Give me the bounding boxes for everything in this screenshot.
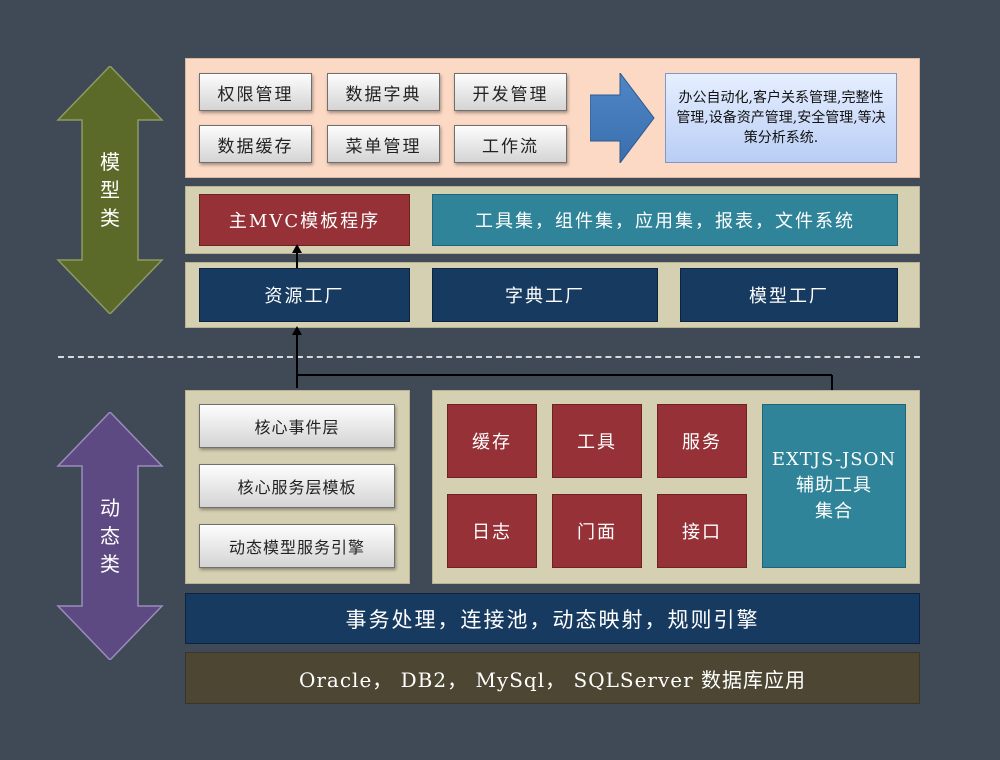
tools-box: 工具 <box>552 404 642 478</box>
model-category-label: 模 型 类 <box>100 150 120 230</box>
interface-box: 接口 <box>657 494 747 568</box>
model-double-arrow <box>56 66 164 314</box>
resource-factory: 资源工厂 <box>199 268 410 322</box>
layer-separator <box>58 356 920 358</box>
database-bar: Oracle， DB2， MySql， SQLServer 数据库应用 <box>185 652 920 704</box>
application-description: 办公自动化,客户关系管理,完整性管理,设备资产管理,安全管理,等决策分析系统. <box>665 73 897 163</box>
transaction-bar: 事务处理，连接池，动态映射，规则引擎 <box>185 593 920 644</box>
extjs-json-tools-box: EXTJS-JSON 辅助工具 集合 <box>762 404 906 568</box>
main-mvc-template: 主MVC模板程序 <box>199 194 410 246</box>
connector-arrows <box>292 244 837 405</box>
core-service-template-button[interactable]: 核心服务层模板 <box>199 464 395 508</box>
cache-box: 缓存 <box>447 404 537 478</box>
data-cache-button[interactable]: 数据缓存 <box>199 125 312 163</box>
workflow-button[interactable]: 工作流 <box>454 125 567 163</box>
model-factory: 模型工厂 <box>680 268 898 322</box>
dynamic-model-engine-button[interactable]: 动态模型服务引擎 <box>199 524 395 568</box>
permission-management-button[interactable]: 权限管理 <box>199 73 312 111</box>
log-box: 日志 <box>447 494 537 568</box>
core-event-layer-button[interactable]: 核心事件层 <box>199 404 395 448</box>
development-management-button[interactable]: 开发管理 <box>454 73 567 111</box>
dynamic-double-arrow <box>56 412 164 660</box>
toolset-box: 工具集，组件集，应用集，报表，文件系统 <box>432 194 898 246</box>
dynamic-category-label: 动 态 类 <box>100 496 120 576</box>
right-arrow-icon <box>590 73 655 163</box>
menu-management-button[interactable]: 菜单管理 <box>327 125 440 163</box>
service-box: 服务 <box>657 404 747 478</box>
dictionary-factory: 字典工厂 <box>432 268 658 322</box>
data-dictionary-button[interactable]: 数据字典 <box>327 73 440 111</box>
facade-box: 门面 <box>552 494 642 568</box>
